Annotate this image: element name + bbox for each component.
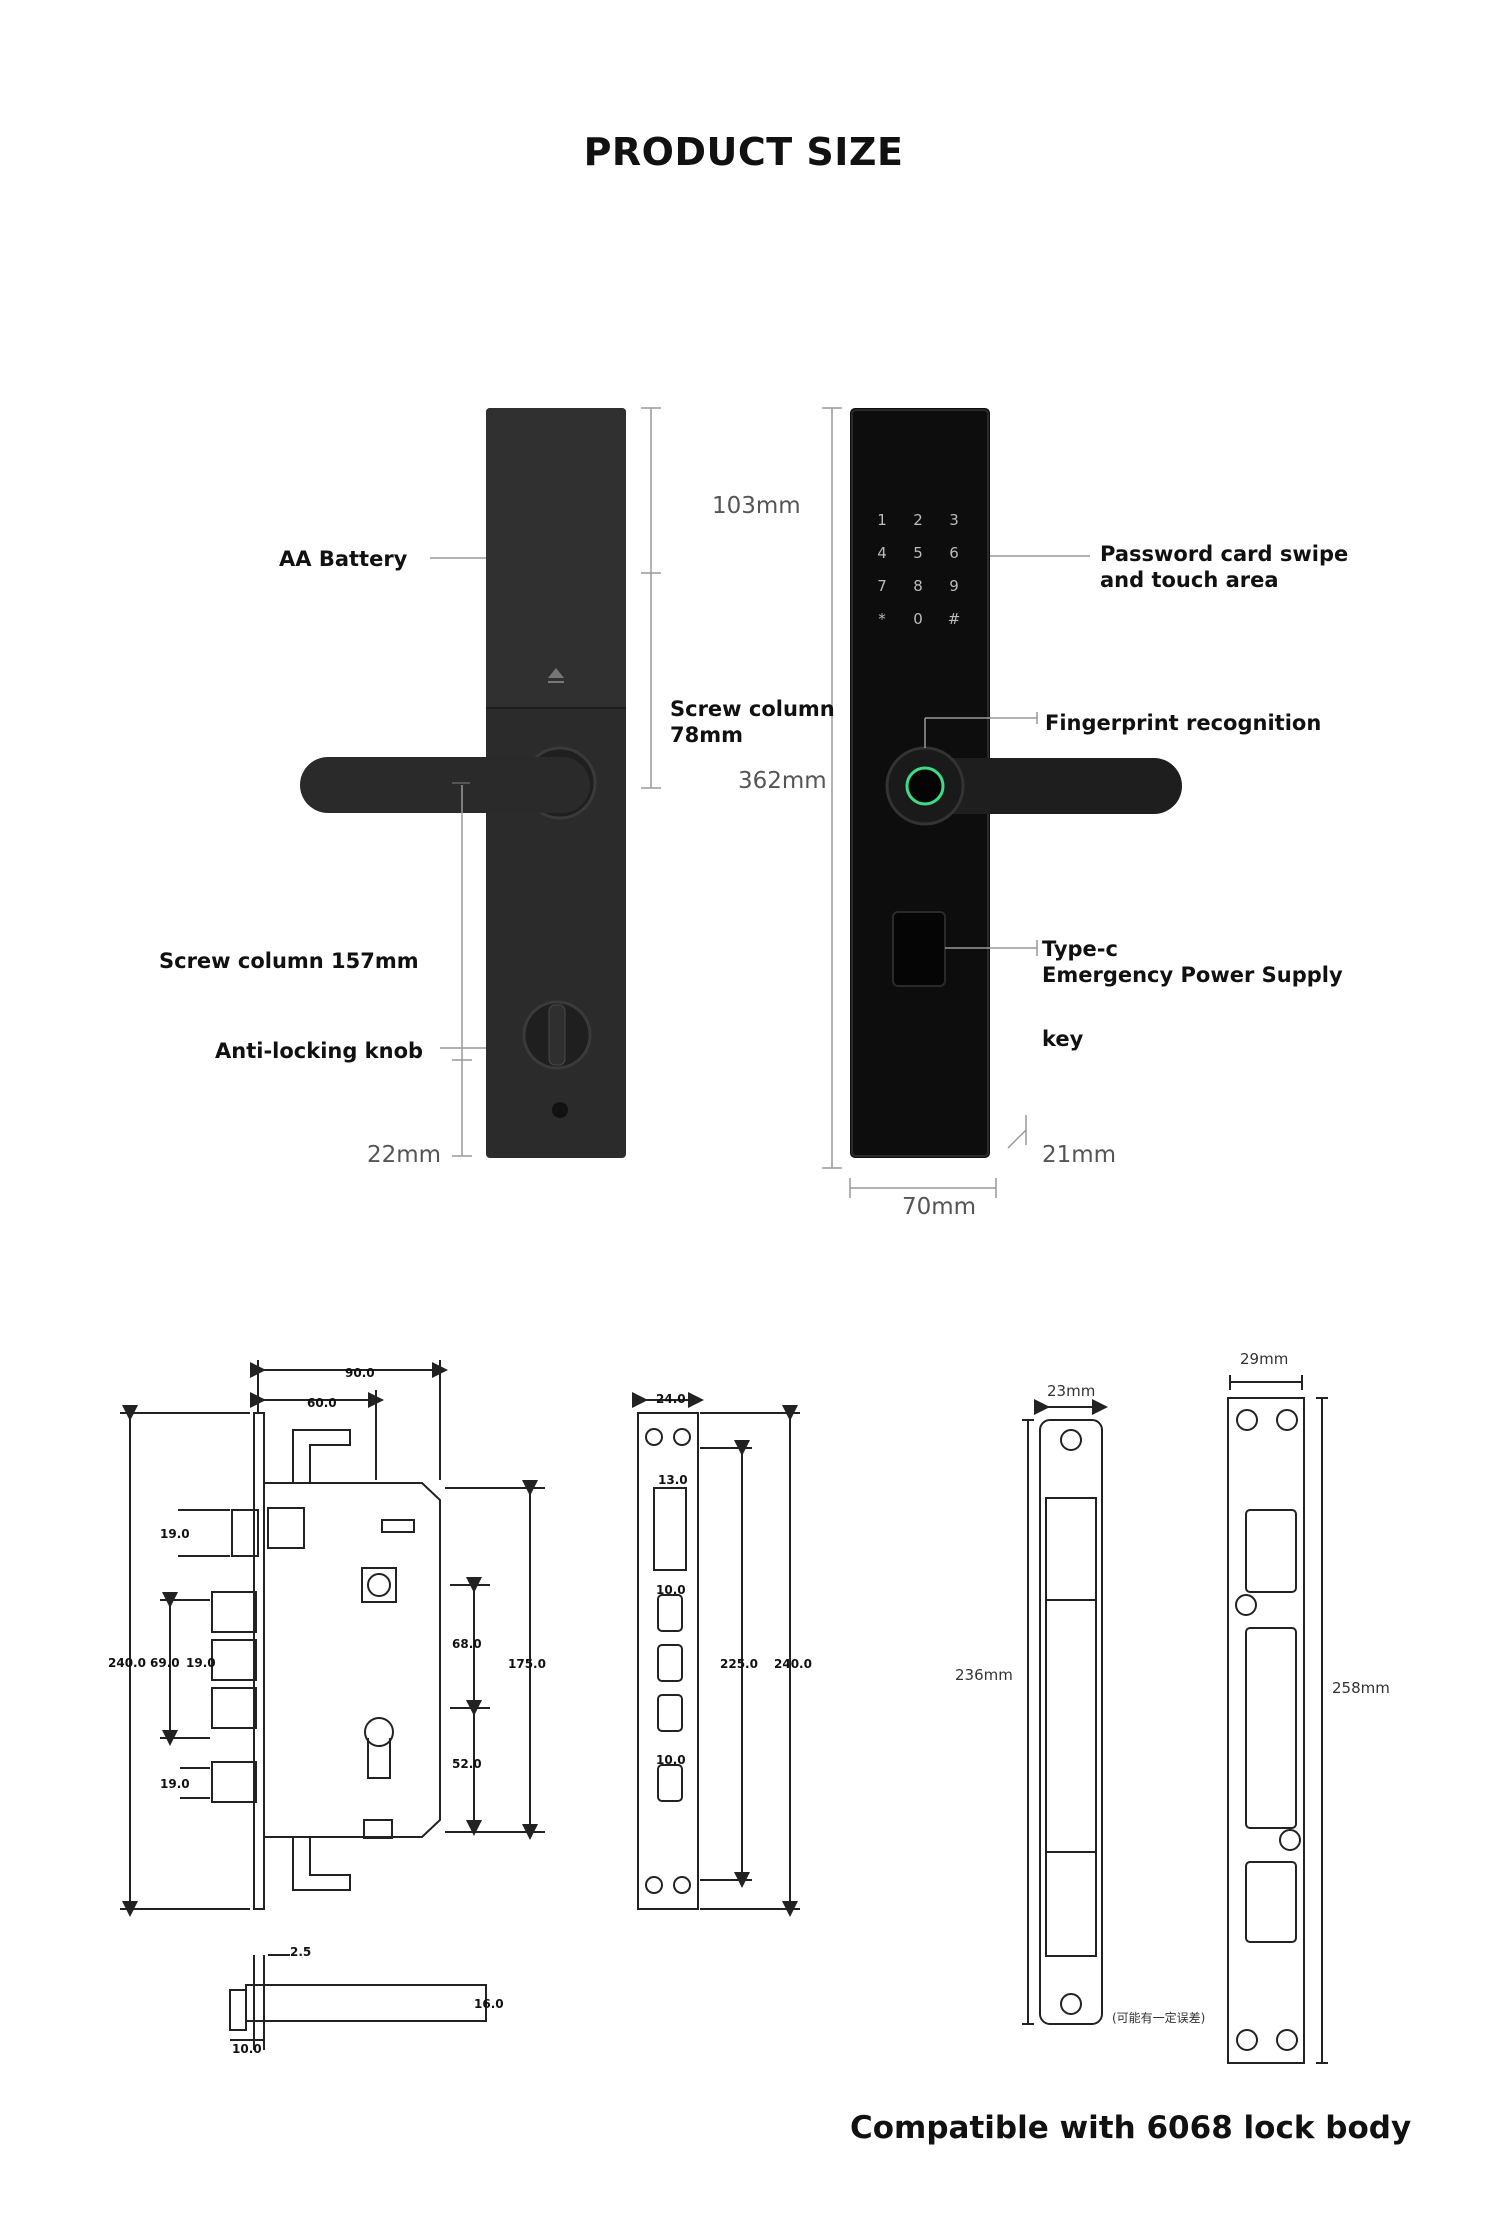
keypad-key: #	[948, 610, 961, 628]
keypad: 1 2 3 4 5 6 7 8 9 * 0 #	[877, 511, 960, 628]
dim-70: 70mm	[902, 1194, 976, 1220]
keyhole	[552, 1102, 568, 1118]
svg-text:225.0: 225.0	[720, 1657, 758, 1671]
back-handle-lever	[300, 757, 590, 813]
svg-text:29mm: 29mm	[1240, 1350, 1288, 1368]
svg-text:240.0: 240.0	[108, 1656, 146, 1670]
keypad-key: 3	[949, 511, 959, 529]
keypad-key: 5	[913, 544, 923, 562]
keypad-key: 9	[949, 577, 959, 595]
keypad-key: 8	[913, 577, 923, 595]
svg-text:2.5: 2.5	[290, 1945, 311, 1959]
back-dim-lines	[430, 407, 661, 1157]
keypad-key: 1	[877, 511, 887, 529]
keypad-key: 0	[913, 610, 923, 628]
fingerprint-label: Fingerprint recognition	[1045, 711, 1321, 735]
dim-103: 103mm	[712, 493, 801, 519]
faceplate-drawing	[632, 1392, 800, 1917]
screw-column-78-label: Screw column	[670, 697, 835, 721]
svg-text:13.0: 13.0	[658, 1473, 688, 1487]
keypad-key: 4	[877, 544, 887, 562]
svg-text:68.0: 68.0	[452, 1637, 482, 1651]
strike-dim-labels: 23mm 29mm 236mm 258mm (可能有一定误差)	[955, 1350, 1390, 2025]
svg-text:(可能有一定误差): (可能有一定误差)	[1112, 2010, 1205, 2025]
eject-icon	[548, 668, 564, 678]
key-label: key	[1042, 1027, 1084, 1051]
battery-cover	[486, 408, 626, 708]
aa-battery-label: AA Battery	[279, 547, 408, 571]
screw-column-157-label: Screw column 157mm	[159, 949, 419, 973]
svg-text:175.0: 175.0	[508, 1657, 546, 1671]
svg-text:16.0: 16.0	[474, 1997, 504, 2011]
svg-text:69.0: 69.0	[150, 1656, 180, 1670]
svg-text:240.0: 240.0	[774, 1657, 812, 1671]
svg-text:90.0: 90.0	[345, 1366, 375, 1380]
emergency-label: Emergency Power Supply	[1042, 963, 1343, 987]
page-title: PRODUCT SIZE	[583, 130, 904, 174]
keypad-key: 2	[913, 511, 923, 529]
front-panel: 1 2 3 4 5 6 7 8 9 * 0 #	[850, 408, 1182, 1158]
svg-text:23mm: 23mm	[1047, 1382, 1095, 1400]
faceplate-dim-labels: 24.0 13.0 10.0 10.0 225.0 240.0	[656, 1392, 812, 1767]
svg-text:258mm: 258mm	[1332, 1679, 1390, 1697]
svg-text:52.0: 52.0	[452, 1757, 482, 1771]
dim-22: 22mm	[367, 1142, 441, 1168]
svg-text:19.0: 19.0	[160, 1527, 190, 1541]
password-label-line1: Password card swipe	[1100, 542, 1348, 566]
mortise-dim-labels: 90.0 60.0 240.0 69.0 19.0 19.0 19.0 68.0…	[108, 1366, 546, 2056]
dim-362: 362mm	[738, 768, 827, 794]
svg-text:19.0: 19.0	[160, 1777, 190, 1791]
strike-plate-23	[1022, 1399, 1108, 2025]
svg-text:10.0: 10.0	[232, 2042, 262, 2056]
front-handle-lever	[890, 758, 1182, 814]
keypad-key: 7	[877, 577, 887, 595]
strike-plate-29	[1227, 1375, 1328, 2064]
svg-text:19.0: 19.0	[186, 1656, 216, 1670]
fingerprint-sensor	[905, 766, 945, 806]
compatibility-note: Compatible with 6068 lock body	[850, 2110, 1412, 2146]
password-label-line2: and touch area	[1100, 568, 1279, 592]
svg-text:236mm: 236mm	[955, 1666, 1013, 1684]
svg-text:60.0: 60.0	[307, 1396, 337, 1410]
svg-text:10.0: 10.0	[656, 1583, 686, 1597]
screw-column-78-value: 78mm	[670, 723, 743, 747]
back-panel	[300, 408, 626, 1158]
keypad-key: *	[878, 610, 886, 628]
mortise-body-drawing	[120, 1360, 545, 2050]
svg-text:24.0: 24.0	[656, 1392, 686, 1406]
typec-cover	[892, 911, 946, 987]
anti-locking-knob-label: Anti-locking knob	[215, 1039, 423, 1063]
svg-text:10.0: 10.0	[656, 1753, 686, 1767]
keypad-key: 6	[949, 544, 959, 562]
dim-21: 21mm	[1042, 1142, 1116, 1168]
front-dim-lines	[822, 407, 1090, 1198]
typec-label: Type-c	[1042, 937, 1118, 961]
